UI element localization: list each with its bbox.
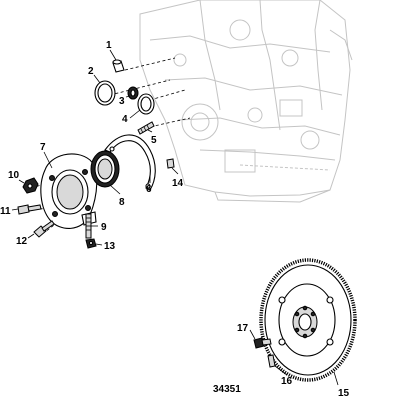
callout-14: 14 <box>172 178 184 189</box>
part-1-dowel <box>112 59 125 73</box>
part-9-stud <box>85 213 92 239</box>
part-10-nut <box>22 177 39 194</box>
callout-2: 2 <box>88 66 94 77</box>
leader-lines <box>11 49 339 386</box>
part-8-crank-seal <box>90 150 120 188</box>
callout-8: 8 <box>119 197 125 208</box>
part-5-stud <box>137 121 155 135</box>
callout-17: 17 <box>237 323 249 334</box>
callout-1: 1 <box>106 40 112 51</box>
callout-4: 4 <box>122 114 128 125</box>
part-11-bolt <box>17 204 42 215</box>
callout-12: 12 <box>16 236 28 247</box>
callout-labels: 1 2 3 4 5 6 7 8 9 10 11 12 13 14 15 16 1… <box>0 40 350 399</box>
callout-7: 7 <box>40 142 46 153</box>
part-17-bolt <box>253 337 272 349</box>
part-14-pin <box>166 158 175 169</box>
part-15-flywheel <box>259 258 357 382</box>
part-12-bolt <box>33 220 55 238</box>
figure-number: 34351 <box>213 384 241 395</box>
callout-10: 10 <box>8 170 20 181</box>
callout-11: 11 <box>0 206 11 217</box>
callout-9: 9 <box>101 222 107 233</box>
callout-15: 15 <box>338 388 350 399</box>
callout-13: 13 <box>104 241 116 252</box>
part-7-seal-housing <box>40 153 98 229</box>
part-6-gasket <box>104 134 156 191</box>
part-4-oring <box>137 93 155 115</box>
callout-3: 3 <box>119 96 125 107</box>
engine-block-outline <box>139 0 353 203</box>
callout-5: 5 <box>151 135 157 146</box>
part-3-small-seal <box>127 86 139 100</box>
part-2-oring <box>94 80 116 106</box>
callout-6: 6 <box>146 184 152 195</box>
part-13-nut <box>85 238 97 249</box>
callout-16: 16 <box>281 376 293 387</box>
